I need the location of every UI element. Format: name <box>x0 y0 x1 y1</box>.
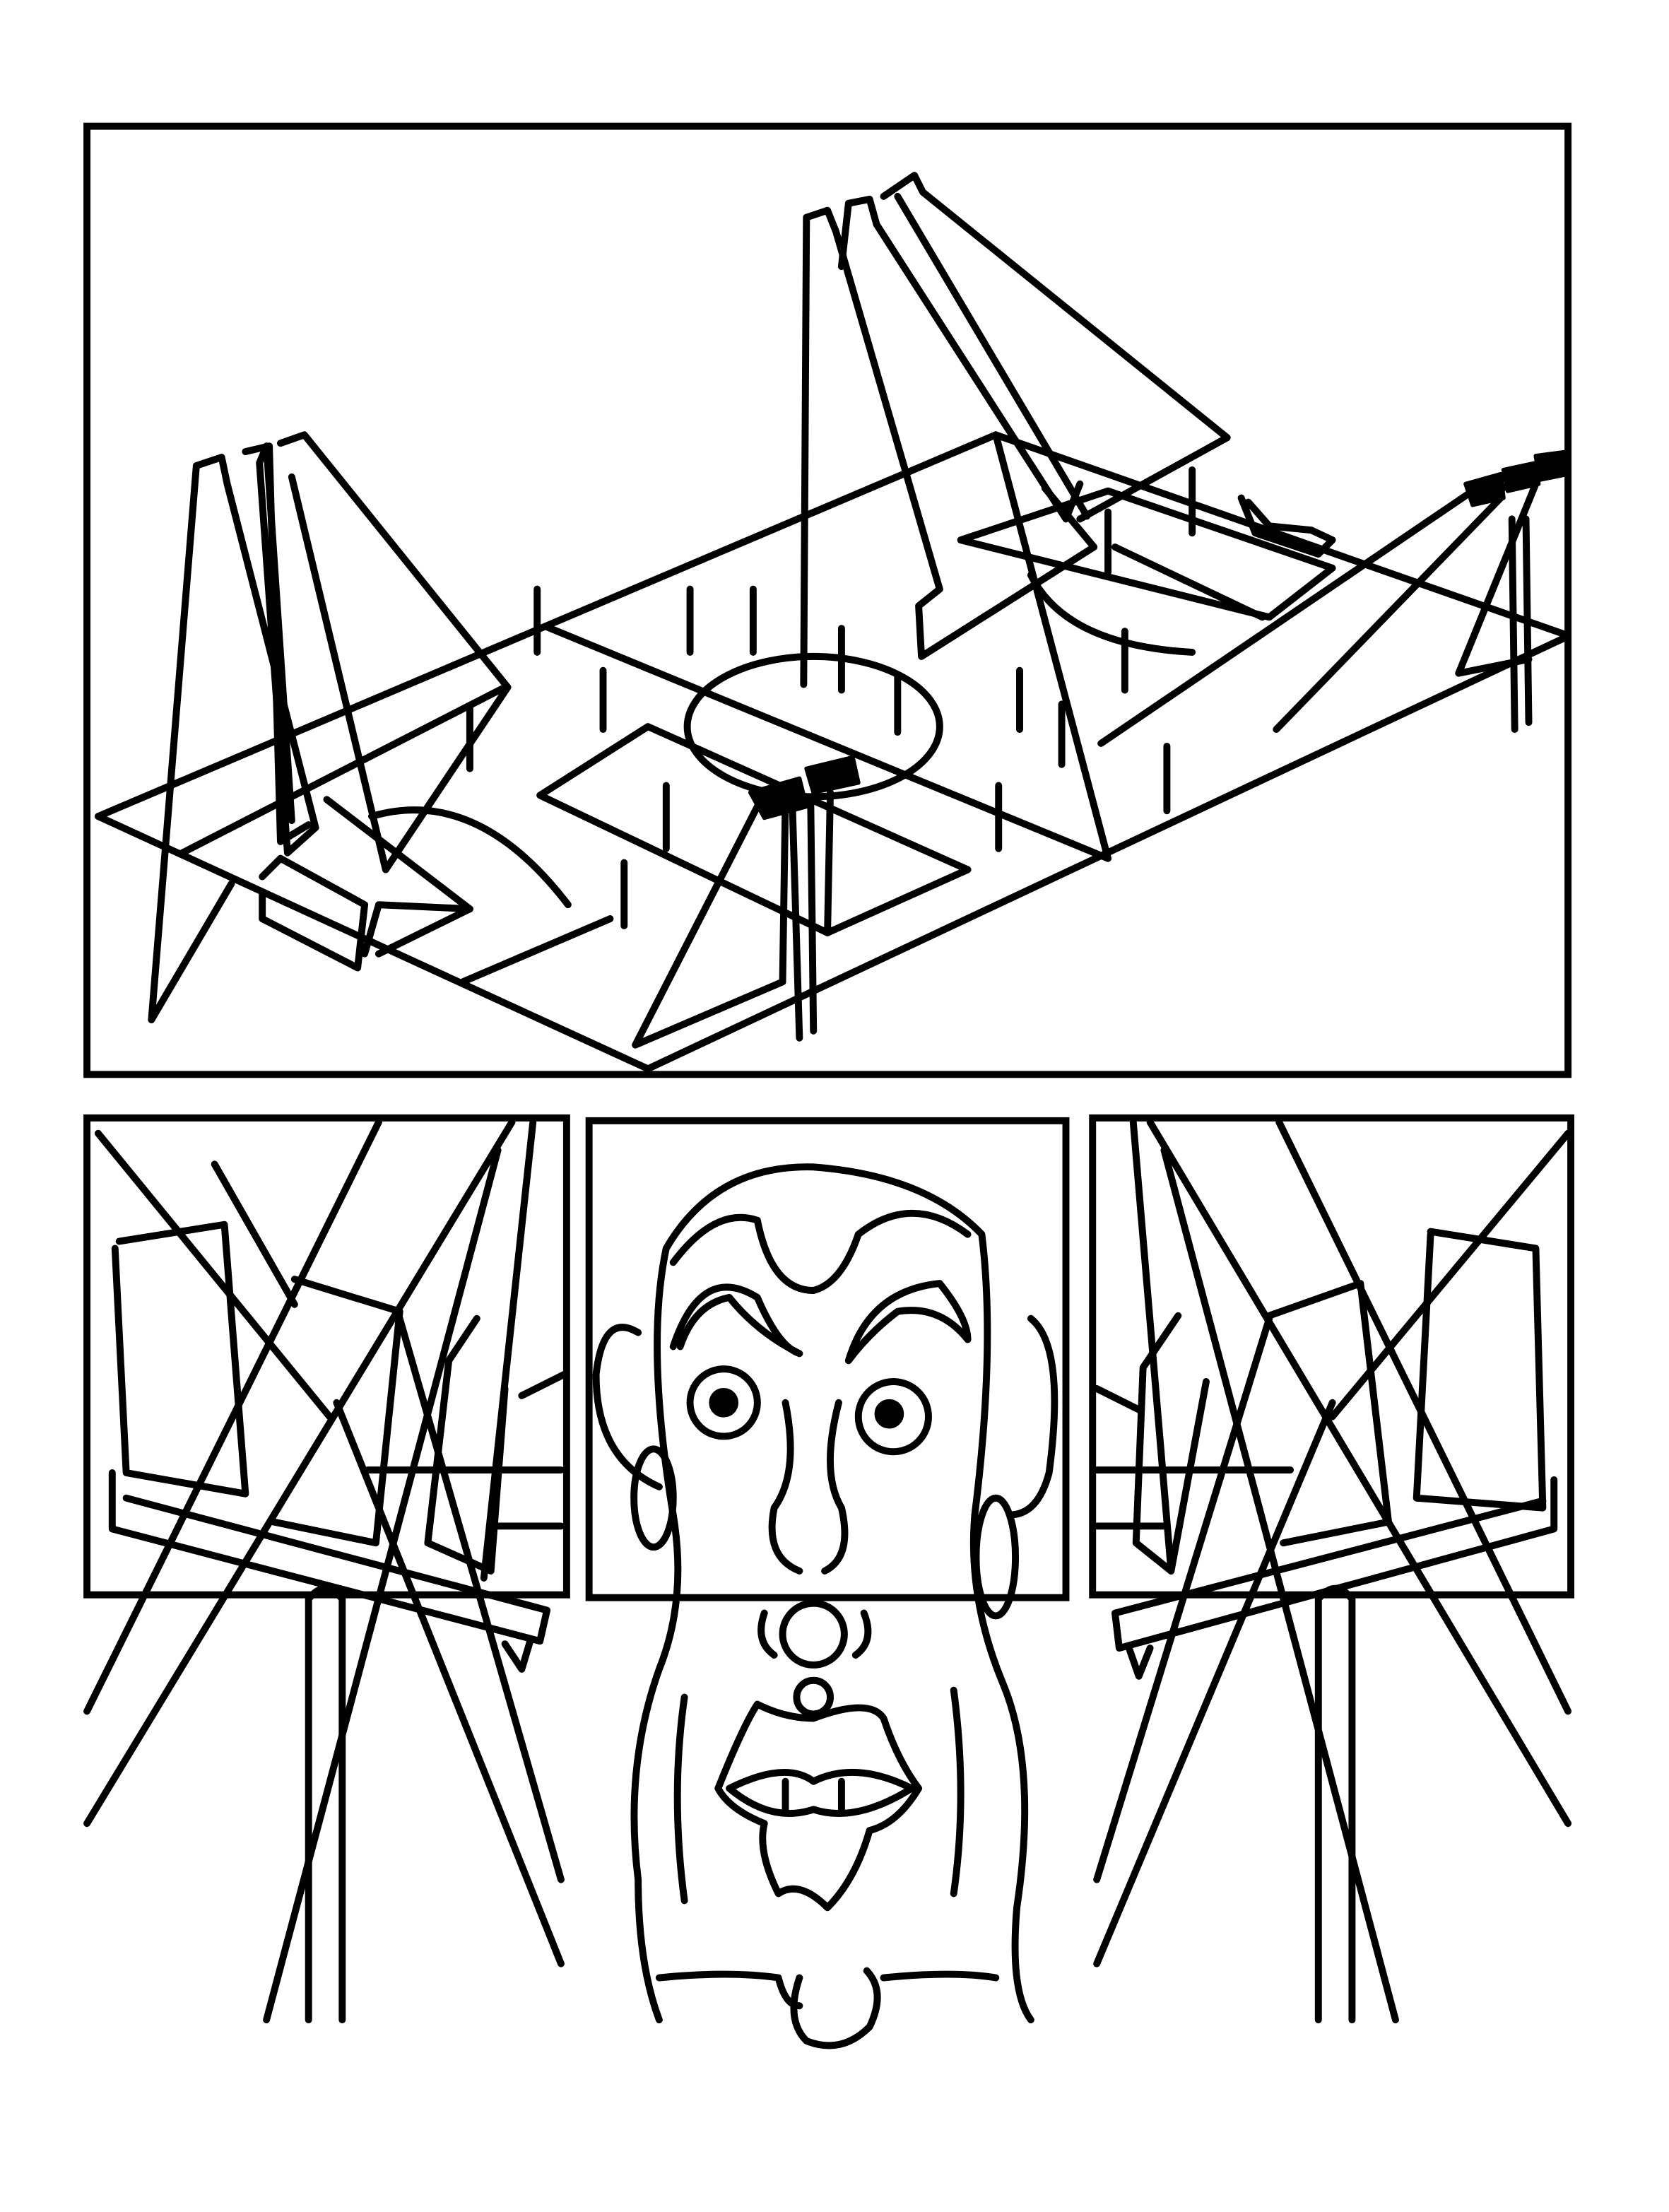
panel-bottom-left <box>83 1114 570 2024</box>
right-ear <box>1006 1314 1058 1519</box>
panel-bottom-left-frame <box>83 1114 570 1599</box>
nose-bridge <box>768 1399 849 1575</box>
panel-bottom-right <box>1089 1114 1575 2024</box>
spotlight-rig-right <box>1097 449 1571 747</box>
mouth <box>714 1700 923 1912</box>
rain-ticks <box>466 466 1196 929</box>
right-towers <box>800 172 1336 688</box>
ellipse-and-triangle <box>536 652 972 936</box>
panel-top-frame <box>83 122 1572 1078</box>
scaffold-right <box>1093 1118 1572 2024</box>
panel-bottom-right-frame <box>1089 1114 1575 1599</box>
scaffold-left <box>83 1118 567 2024</box>
nose <box>779 1599 848 1669</box>
left-eye <box>686 1365 761 1440</box>
chin <box>790 1967 881 2049</box>
left-towers <box>148 431 572 1023</box>
face <box>592 1163 1058 2049</box>
left-ear <box>592 1324 663 1490</box>
panel-bottom-middle-frame <box>585 1117 1070 1601</box>
right-eye <box>854 1378 932 1456</box>
panel-bottom-middle <box>585 1117 1070 2049</box>
head-outline <box>630 1163 1034 2024</box>
spotlight-rig-center <box>632 755 861 1049</box>
panel-top <box>83 122 1572 1078</box>
floor-plane <box>94 431 1568 1073</box>
